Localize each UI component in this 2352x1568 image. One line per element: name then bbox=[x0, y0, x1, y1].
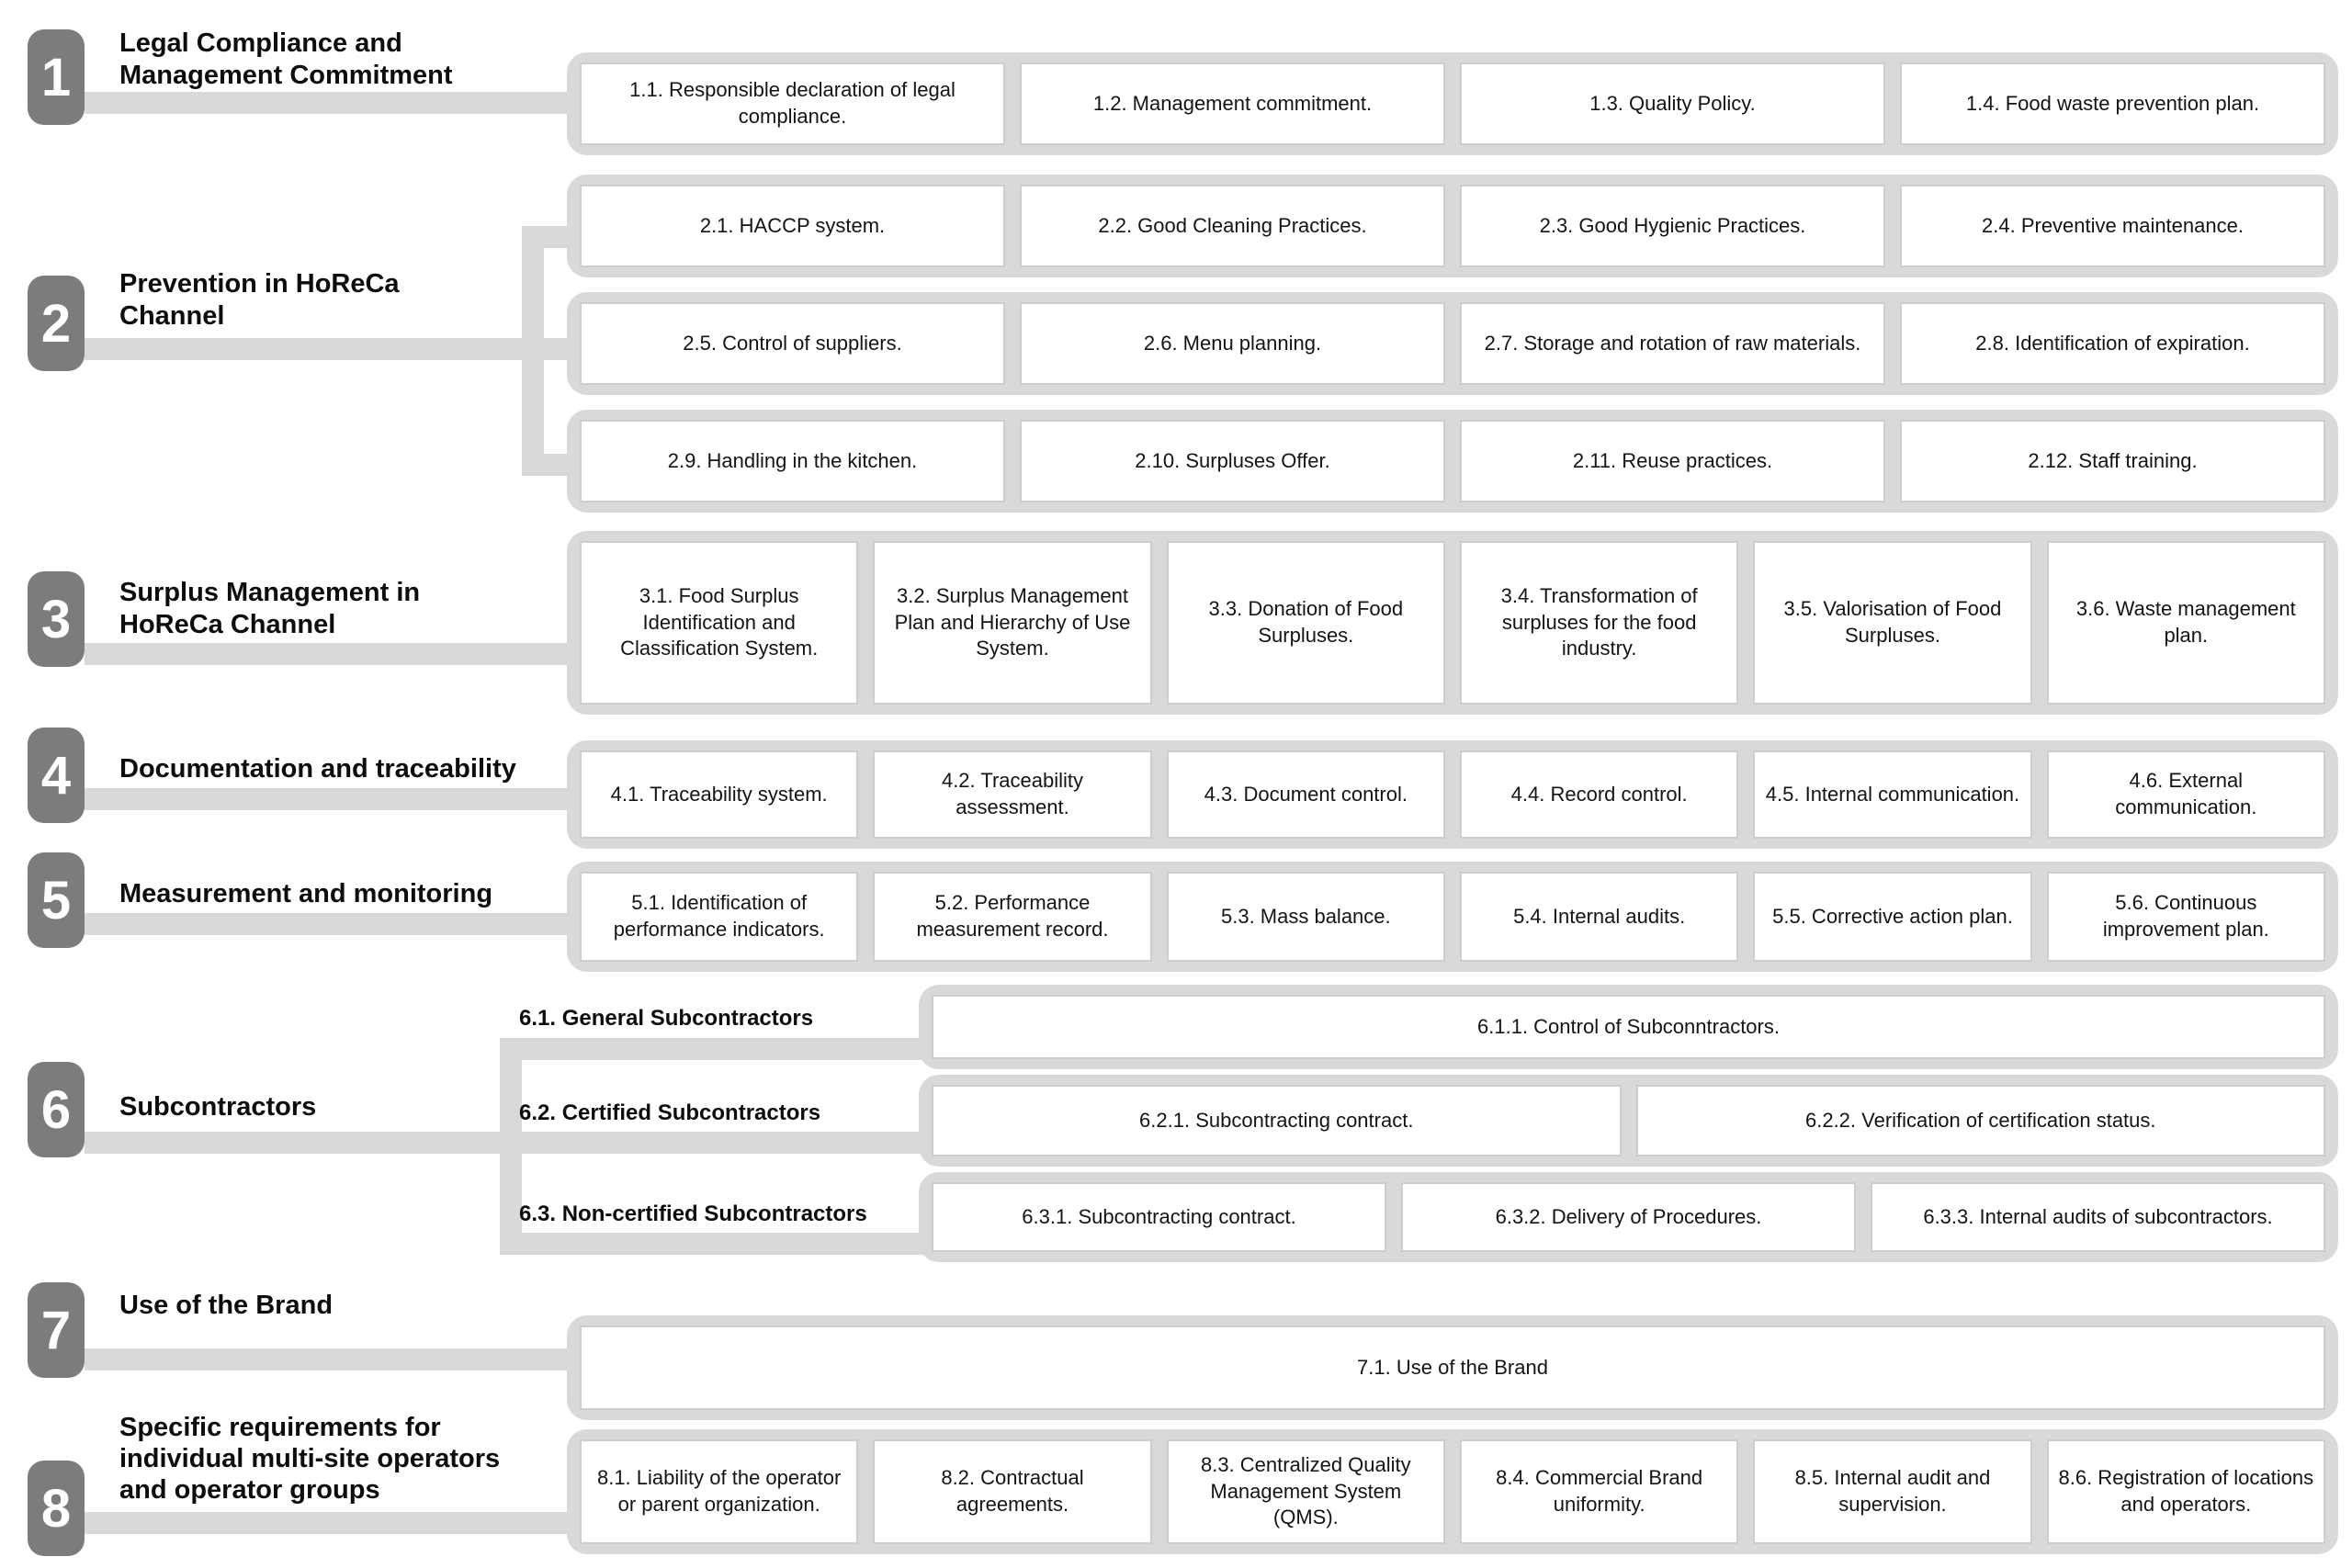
requirement-box: 2.11. Reuse practices. bbox=[1460, 420, 1885, 502]
requirement-box: 8.2. Contractual agreements. bbox=[873, 1439, 1152, 1544]
section-6-group-2-items-container: 6.2.1. Subcontracting contract. 6.2.2. V… bbox=[919, 1075, 2338, 1167]
requirement-box: 3.3. Donation of Food Surpluses. bbox=[1166, 541, 1445, 705]
section-6-number-badge: 6 bbox=[28, 1062, 85, 1157]
requirement-box: 2.4. Preventive maintenance. bbox=[1900, 185, 2325, 267]
section-6-title: Subcontractors bbox=[119, 1092, 317, 1122]
section-3-connector-line bbox=[85, 643, 581, 665]
requirement-box: 4.4. Record control. bbox=[1459, 750, 1739, 839]
requirement-box: 2.5. Control of suppliers. bbox=[580, 302, 1005, 385]
requirement-box: 8.5. Internal audit and supervision. bbox=[1753, 1439, 2032, 1544]
section-4-number-badge: 4 bbox=[28, 728, 85, 823]
section-5-number-badge: 5 bbox=[28, 852, 85, 948]
section-8-title: Specific requirements for individual mul… bbox=[119, 1413, 501, 1505]
requirement-box: 2.6. Menu planning. bbox=[1020, 302, 1445, 385]
requirement-box: 5.5. Corrective action plan. bbox=[1753, 872, 2032, 962]
requirement-box: 8.1. Liability of the operator or parent… bbox=[580, 1439, 859, 1544]
requirement-box: 6.3.2. Delivery of Procedures. bbox=[1401, 1182, 1856, 1252]
requirement-box: 8.4. Commercial Brand uniformity. bbox=[1459, 1439, 1739, 1544]
section-7-number-badge: 7 bbox=[28, 1282, 85, 1378]
section-5-connector-line bbox=[85, 913, 581, 935]
requirement-box: 3.6. Waste management plan. bbox=[2046, 541, 2325, 705]
requirement-box: 2.7. Storage and rotation of raw materia… bbox=[1460, 302, 1885, 385]
section-2-items-container-row-1: 2.1. HACCP system. 2.2. Good Cleaning Pr… bbox=[567, 175, 2338, 277]
section-1-title: Legal Compliance and Management Commitme… bbox=[119, 28, 453, 90]
requirement-box: 2.8. Identification of expiration. bbox=[1900, 302, 2325, 385]
requirement-box: 5.1. Identification of performance indic… bbox=[580, 872, 859, 962]
section-2-number-badge: 2 bbox=[28, 276, 85, 371]
requirement-box: 5.4. Internal audits. bbox=[1459, 872, 1739, 962]
requirement-box: 6.2.2. Verification of certification sta… bbox=[1635, 1085, 2325, 1156]
requirement-box: 5.3. Mass balance. bbox=[1166, 872, 1445, 962]
section-4-connector-line bbox=[85, 788, 581, 810]
requirement-box: 2.12. Staff training. bbox=[1900, 420, 2325, 502]
requirement-box: 4.1. Traceability system. bbox=[580, 750, 859, 839]
section-4-items-container: 4.1. Traceability system. 4.2. Traceabil… bbox=[567, 740, 2338, 849]
subgroup-label-certified-subcontractors: 6.2. Certified Subcontractors bbox=[519, 1100, 821, 1125]
requirement-box: 5.6. Continuous improvement plan. bbox=[2046, 872, 2325, 962]
requirement-box: 6.3.1. Subcontracting contract. bbox=[932, 1182, 1386, 1252]
section-3-title: Surplus Management in HoReCa Channel bbox=[119, 578, 421, 639]
section-6-group-1-items-container: 6.1.1. Control of Subconntractors. bbox=[919, 985, 2338, 1069]
requirement-box: 1.2. Management commitment. bbox=[1020, 62, 1445, 145]
section-6-connector-branch-bottom bbox=[500, 1233, 933, 1255]
requirement-box: 6.1.1. Control of Subconntractors. bbox=[932, 995, 2325, 1059]
requirement-box: 6.2.1. Subcontracting contract. bbox=[932, 1085, 1622, 1156]
section-2-items-container-row-3: 2.9. Handling in the kitchen. 2.10. Surp… bbox=[567, 410, 2338, 513]
section-3-number-badge: 3 bbox=[28, 571, 85, 667]
requirement-box: 2.9. Handling in the kitchen. bbox=[580, 420, 1005, 502]
section-6-group-3-items-container: 6.3.1. Subcontracting contract. 6.3.2. D… bbox=[919, 1172, 2338, 1262]
requirement-box: 4.6. External communication. bbox=[2046, 750, 2325, 839]
requirement-box: 1.4. Food waste prevention plan. bbox=[1900, 62, 2325, 145]
section-7-connector-line bbox=[85, 1348, 581, 1371]
section-4-title: Documentation and traceability bbox=[119, 754, 516, 784]
requirement-box: 6.3.3. Internal audits of subcontractors… bbox=[1871, 1182, 2325, 1252]
section-2-connector-line bbox=[85, 338, 581, 360]
requirement-box: 1.1. Responsible declaration of legal co… bbox=[580, 62, 1005, 145]
section-6-connector-trunk bbox=[500, 1038, 522, 1255]
requirement-box: 1.3. Quality Policy. bbox=[1460, 62, 1885, 145]
requirement-box: 8.3. Centralized Quality Management Syst… bbox=[1166, 1439, 1445, 1544]
section-8-items-container: 8.1. Liability of the operator or parent… bbox=[567, 1429, 2338, 1554]
requirement-box: 4.3. Document control. bbox=[1166, 750, 1445, 839]
requirement-box: 7.1. Use of the Brand bbox=[580, 1325, 2325, 1410]
section-5-title: Measurement and monitoring bbox=[119, 879, 493, 908]
requirement-box: 2.1. HACCP system. bbox=[580, 185, 1005, 267]
section-8-connector-line bbox=[85, 1512, 581, 1534]
section-1-number-badge: 1 bbox=[28, 29, 85, 125]
section-2-connector-trunk bbox=[522, 226, 544, 476]
requirement-box: 3.1. Food Surplus Identification and Cla… bbox=[580, 541, 859, 705]
requirement-box: 2.3. Good Hygienic Practices. bbox=[1460, 185, 1885, 267]
subgroup-label-general-subcontractors: 6.1. General Subcontractors bbox=[519, 1006, 814, 1031]
section-2-title: Prevention in HoReCa Channel bbox=[119, 269, 400, 331]
requirement-box: 3.4. Transformation of surpluses for the… bbox=[1459, 541, 1739, 705]
section-8-number-badge: 8 bbox=[28, 1461, 85, 1556]
requirement-box: 5.2. Performance measurement record. bbox=[873, 872, 1152, 962]
requirement-box: 2.2. Good Cleaning Practices. bbox=[1020, 185, 1445, 267]
requirement-box: 4.5. Internal communication. bbox=[1753, 750, 2032, 839]
requirement-box: 3.2. Surplus Management Plan and Hierarc… bbox=[873, 541, 1152, 705]
section-5-items-container: 5.1. Identification of performance indic… bbox=[567, 862, 2338, 972]
requirement-box: 8.6. Registration of locations and opera… bbox=[2046, 1439, 2325, 1544]
requirement-box: 2.10. Surpluses Offer. bbox=[1020, 420, 1445, 502]
section-6-connector-branch-top bbox=[500, 1038, 933, 1060]
section-7-items-container: 7.1. Use of the Brand bbox=[567, 1315, 2338, 1420]
section-1-items-container: 1.1. Responsible declaration of legal co… bbox=[567, 52, 2338, 155]
section-3-items-container: 3.1. Food Surplus Identification and Cla… bbox=[567, 531, 2338, 715]
requirement-box: 4.2. Traceability assessment. bbox=[873, 750, 1152, 839]
section-2-items-container-row-2: 2.5. Control of suppliers. 2.6. Menu pla… bbox=[567, 292, 2338, 395]
section-1-connector-line bbox=[85, 92, 581, 114]
requirement-box: 3.5. Valorisation of Food Surpluses. bbox=[1753, 541, 2032, 705]
subgroup-label-non-certified-subcontractors: 6.3. Non-certified Subcontractors bbox=[519, 1201, 867, 1226]
section-7-title: Use of the Brand bbox=[119, 1291, 334, 1320]
